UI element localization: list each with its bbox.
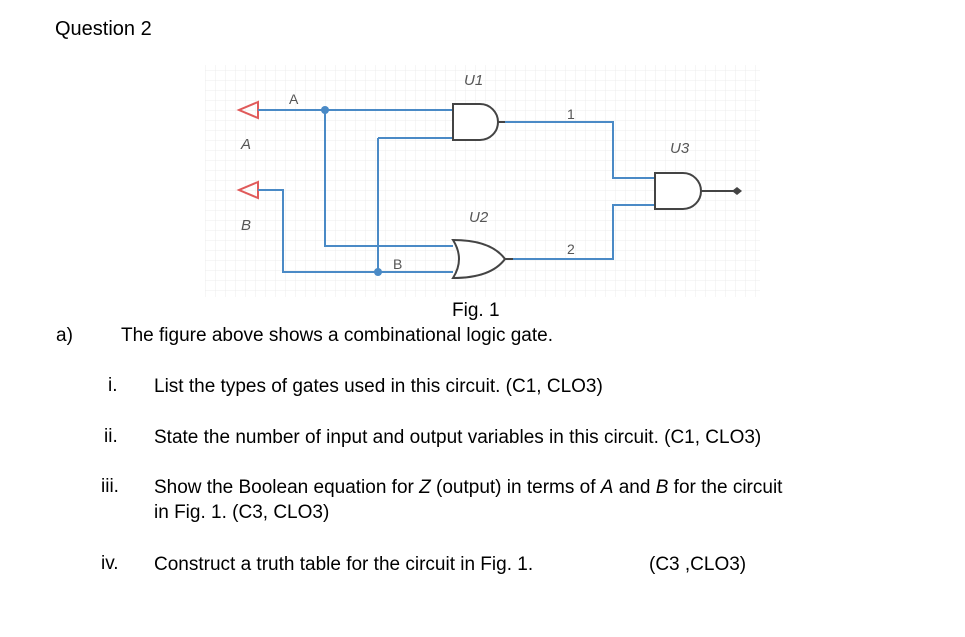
item-iv-text: Construct a truth table for the circuit …	[154, 554, 534, 575]
wire-label-b: B	[393, 256, 402, 272]
junction-dot-a	[321, 106, 329, 114]
input-b-label: B	[241, 217, 251, 234]
part-a-text: The figure above shows a combinational l…	[121, 325, 553, 346]
item-ii-number: ii.	[104, 426, 118, 447]
item-iii-number: iii.	[101, 476, 119, 497]
item-i-text: List the types of gates used in this cir…	[154, 376, 603, 397]
part-a-label: a)	[56, 325, 73, 346]
gate-u3-label: U3	[670, 140, 690, 157]
item-iv-tag: (C3 ,CLO3)	[649, 554, 747, 575]
gate-u2-label: U2	[469, 209, 489, 226]
wire-label-1: 1	[567, 106, 575, 122]
item-iv-number: iv.	[101, 553, 119, 574]
circuit-wires	[258, 109, 655, 273]
item-ii-text: State the number of input and output var…	[154, 427, 762, 448]
logic-circuit-diagram: A B A B 1 2 U1 U2 U3	[205, 65, 760, 297]
item-iii-text-line1: Show the Boolean equation for Z (output)…	[154, 477, 783, 498]
var-a: A	[600, 477, 614, 498]
gate-u3-and	[654, 172, 708, 210]
item-i-number: i.	[108, 375, 118, 396]
input-a-label: A	[240, 136, 251, 153]
gate-u1-label: U1	[464, 72, 483, 89]
wire-label-a: A	[289, 91, 299, 107]
var-z: Z	[419, 477, 431, 498]
gate-u2-or	[451, 238, 513, 280]
question-title: Question 2	[55, 18, 152, 40]
gate-u1-and	[452, 103, 505, 141]
item-iii-text-line2: in Fig. 1. (C3, CLO3)	[154, 502, 330, 523]
output-diamond-icon	[732, 187, 742, 195]
var-b: B	[655, 477, 669, 498]
junction-dot-b	[374, 268, 382, 276]
wire-label-2: 2	[567, 241, 575, 257]
figure-caption: Fig. 1	[452, 300, 500, 321]
